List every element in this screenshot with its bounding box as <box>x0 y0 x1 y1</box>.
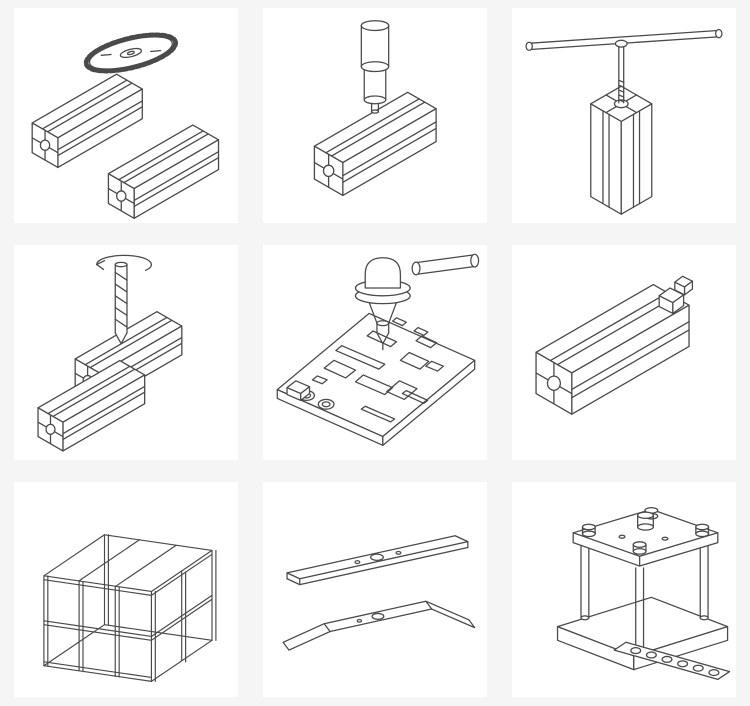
aluminium-profile-bar <box>31 73 143 169</box>
sheet-metal-illustration <box>282 535 476 651</box>
machined-plate <box>276 312 476 446</box>
aluminium-profile-bar <box>107 124 220 219</box>
tap-wrench <box>525 28 723 104</box>
illustration-grid <box>14 8 736 697</box>
aluminium-profile-bar <box>313 91 437 197</box>
cell-profile-sawing <box>14 8 238 223</box>
connector-block <box>674 275 694 296</box>
vertical-profile <box>590 85 653 215</box>
punched-strip <box>613 641 731 681</box>
cnc-machining-illustration <box>276 253 480 446</box>
cell-machined-profile <box>512 245 736 460</box>
saw-blade-icon <box>83 32 179 74</box>
end-machining-illustration <box>313 20 437 197</box>
cell-tapping <box>512 8 736 223</box>
cnc-spindle <box>354 257 411 351</box>
twist-drill <box>114 261 128 345</box>
cell-cnc-machining <box>263 245 487 460</box>
punch-die-illustration <box>556 506 731 681</box>
profile-frame <box>43 534 217 682</box>
drilling-illustration <box>37 254 183 452</box>
top-die-plate <box>572 506 719 567</box>
bottom-die-plate <box>556 596 729 671</box>
flat-blade-part <box>286 535 469 586</box>
raw-cylinder-stock <box>411 253 480 276</box>
milling-tool <box>360 20 390 114</box>
cell-punch-die-set <box>512 482 736 697</box>
tapping-illustration <box>525 28 723 215</box>
cell-drilling <box>14 245 238 460</box>
machined-profile-illustration <box>535 275 694 416</box>
bent-blade-part <box>282 600 476 651</box>
frame-assembly-illustration <box>43 534 217 682</box>
cell-end-machining <box>263 8 487 223</box>
cell-sheet-metal-parts <box>263 482 487 697</box>
cell-frame-assembly <box>14 482 238 697</box>
connector-block <box>658 287 685 315</box>
sawing-illustration <box>31 32 220 219</box>
rotation-arrow-icon <box>96 254 153 272</box>
